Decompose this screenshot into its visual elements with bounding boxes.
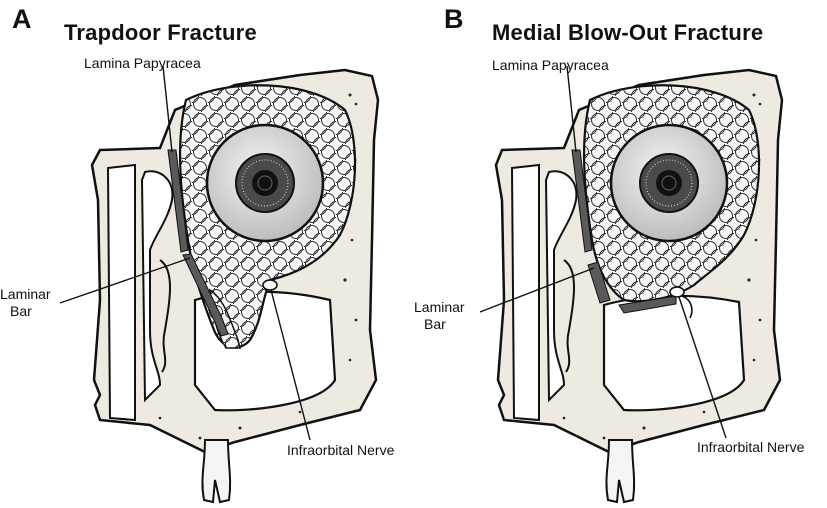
label-laminar-line2: Bar <box>424 316 446 332</box>
panel-title: Trapdoor Fracture <box>64 20 257 46</box>
panel-medial-blowout-fracture: B Medial Blow-Out Fracture Lamina Papyra… <box>414 0 827 508</box>
ethmoid-cell-outer <box>108 165 135 420</box>
panel-letter: B <box>444 4 464 35</box>
label-laminar-line1: Laminar <box>0 286 51 302</box>
infraorbital-nerve <box>263 280 277 290</box>
infraorbital-nerve <box>670 287 684 297</box>
eyeball <box>207 125 323 241</box>
label-infraorbital-nerve: Infraorbital Nerve <box>287 442 394 458</box>
tooth <box>202 440 230 502</box>
panel-trapdoor-fracture: A Trapdoor Fracture Lamina Papyracea Lam… <box>0 0 413 508</box>
label-laminar-line1: Laminar <box>414 299 465 315</box>
label-lamina-papyracea: Lamina Papyracea <box>84 55 201 71</box>
label-lamina-papyracea: Lamina Papyracea <box>492 57 609 73</box>
tooth <box>606 440 634 502</box>
label-laminar-line2: Bar <box>10 303 32 319</box>
blowout-illustration <box>414 0 827 508</box>
label-infraorbital-nerve: Infraorbital Nerve <box>697 439 804 455</box>
trapdoor-illustration <box>0 0 413 508</box>
ethmoid-cell-outer <box>512 165 539 420</box>
panel-letter: A <box>12 4 32 35</box>
eyeball <box>611 125 727 241</box>
panel-title: Medial Blow-Out Fracture <box>492 20 763 46</box>
